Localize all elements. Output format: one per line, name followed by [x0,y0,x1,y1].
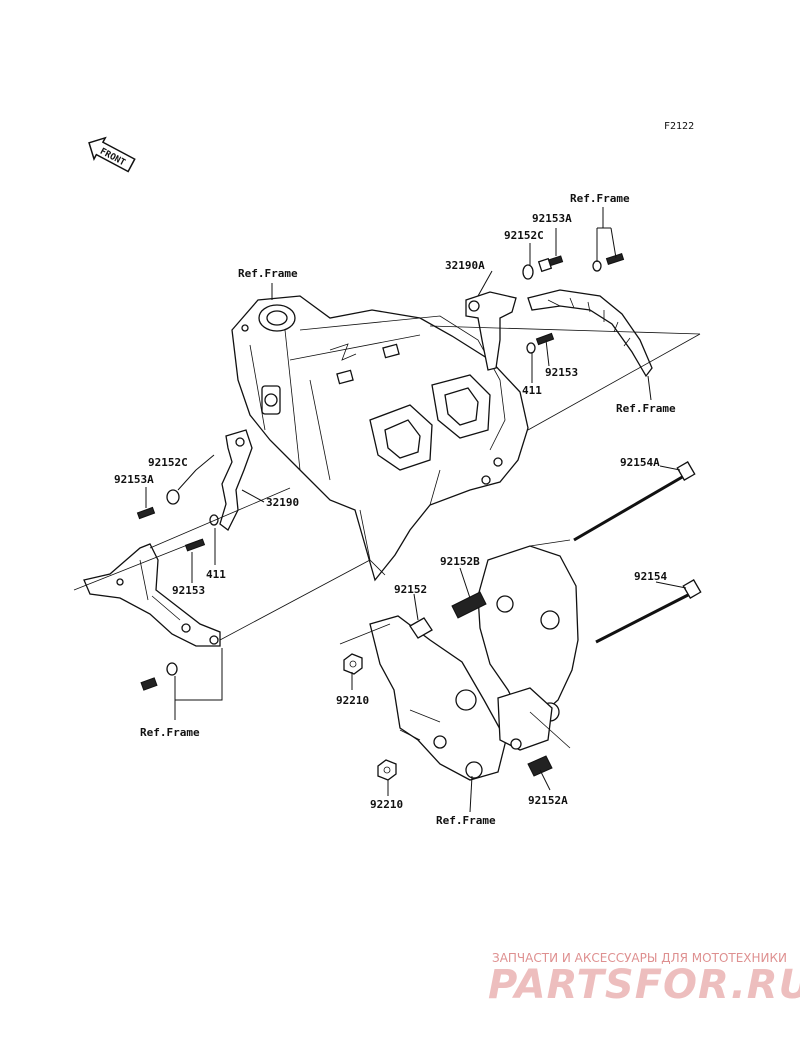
bolt-92154a [573,461,696,542]
leader-lines [145,207,687,813]
collar-92152c-left [166,489,180,505]
label-ref-frame-main: Ref.Frame [238,267,298,280]
bolt-ref-frame-top [592,253,625,272]
label-411-top: 411 [522,384,542,397]
front-arrow-icon: FRONT [88,136,136,173]
watermark-caption: ЗАПЧАСТИ И АКСЕССУАРЫ ДЛЯ МОТОТЕХНИКИ [492,951,787,965]
label-ref-frame-bottom-left: Ref.Frame [140,726,200,739]
rear-frame-bracket [527,289,653,378]
washer-411-left [209,514,219,526]
label-ref-frame-rear: Ref.Frame [616,402,676,415]
label-92154a: 92154A [620,456,660,469]
label-32190a: 32190A [445,259,485,272]
collar-92152c-top [522,264,534,280]
label-ref-frame-bottom: Ref.Frame [436,814,496,827]
main-frame-body [231,295,529,582]
bolt-92153a-top [537,255,564,273]
label-92152c-left: 92152C [148,456,188,469]
bolt-ref-frame-bottom-left [140,662,178,691]
bracket-32190 [219,429,253,531]
collar-92152 [409,617,433,639]
label-411-left: 411 [206,568,226,581]
label-92210-lower: 92210 [370,798,403,811]
label-92152a: 92152A [528,794,568,807]
label-32190: 32190 [266,496,299,509]
figure-code: F2122 [664,121,694,132]
bolt-92153a-left [136,506,156,520]
label-92154: 92154 [634,570,667,583]
label-92153-left: 92153 [172,584,205,597]
label-92210-upper: 92210 [336,694,369,707]
label-92152: 92152 [394,583,427,596]
label-92152b: 92152B [440,555,480,568]
label-ref-frame-top-right: Ref.Frame [570,192,630,205]
bracket-32190a [465,291,517,371]
step-bracket-left [83,543,221,647]
engine-hanger-assembly [369,545,579,781]
nut-92210-upper [343,653,363,675]
label-92152c-top: 92152C [504,229,544,242]
label-92153a-left: 92153A [114,473,154,486]
label-92153a-top: 92153A [532,212,572,225]
bolt-92153-top [526,332,555,354]
bolt-92154 [595,579,702,644]
extension-lines [73,325,701,749]
nut-92210-lower [377,759,397,781]
watermark-brand: PARTSFOR.RU [488,962,800,1008]
label-92153-top: 92153 [545,366,578,379]
collar-92152b [451,591,487,619]
collar-92152a [527,755,553,777]
